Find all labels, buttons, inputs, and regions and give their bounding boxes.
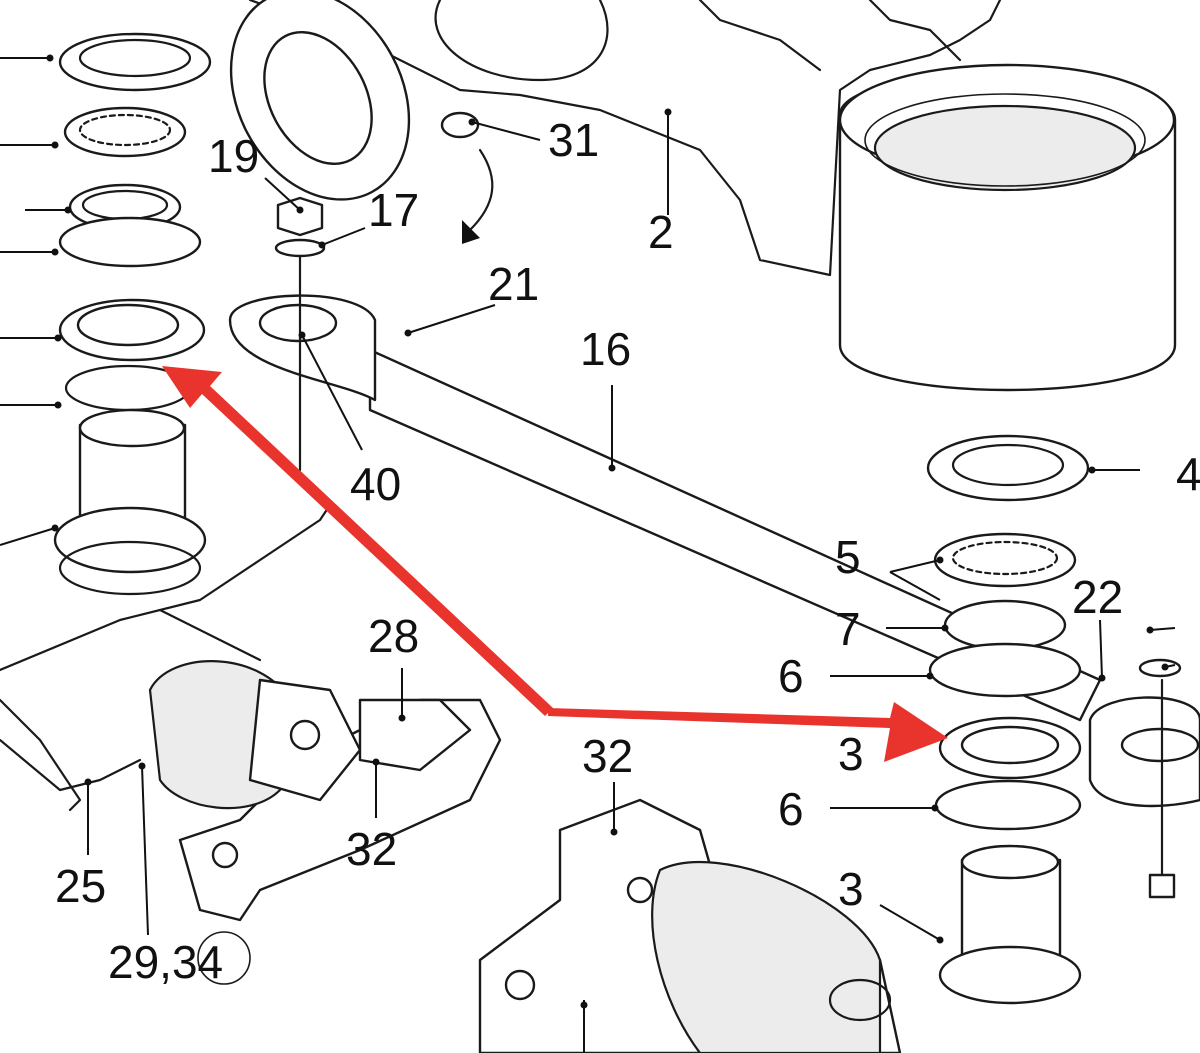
leader-lines	[0, 54, 1176, 1053]
label-25: 25	[55, 860, 106, 912]
highlight-arrow-right	[548, 702, 948, 762]
label-3-upper: 3	[838, 728, 864, 780]
part-labels: 31 2 19 17 21 16 40 4 5 7 6 22 3 6 3 32 …	[55, 114, 1200, 988]
lower-center-universal-joint	[478, 798, 902, 1053]
label-4: 4	[1176, 448, 1200, 500]
highlight-arrow-left	[162, 366, 553, 716]
right-rod-end	[1088, 658, 1200, 899]
label-6-lower: 6	[778, 783, 804, 835]
lower-left-frame	[0, 503, 332, 812]
label-21: 21	[488, 258, 539, 310]
label-3-lower: 3	[838, 863, 864, 915]
large-thrust-washer	[229, 0, 411, 201]
label-22: 22	[1072, 571, 1123, 623]
label-32-left: 32	[346, 823, 397, 875]
right-bearing-stack	[926, 434, 1090, 1005]
label-28: 28	[368, 610, 419, 662]
label-16: 16	[580, 323, 631, 375]
axle-housing-cylinder	[838, 63, 1177, 392]
label-19: 19	[208, 130, 259, 182]
label-31: 31	[548, 114, 599, 166]
label-40: 40	[350, 458, 401, 510]
label-5: 5	[835, 531, 861, 583]
label-17: 17	[368, 184, 419, 236]
label-29-34: 29,34	[108, 936, 223, 988]
left-bearing-stack	[53, 32, 212, 596]
label-7: 7	[835, 603, 861, 655]
label-2: 2	[648, 206, 674, 258]
label-6-upper: 6	[778, 650, 804, 702]
curved-indicator-arrow	[440, 111, 494, 244]
label-32-right: 32	[582, 730, 633, 782]
left-universal-joint	[148, 660, 502, 922]
circled-34-mark	[197, 931, 251, 985]
